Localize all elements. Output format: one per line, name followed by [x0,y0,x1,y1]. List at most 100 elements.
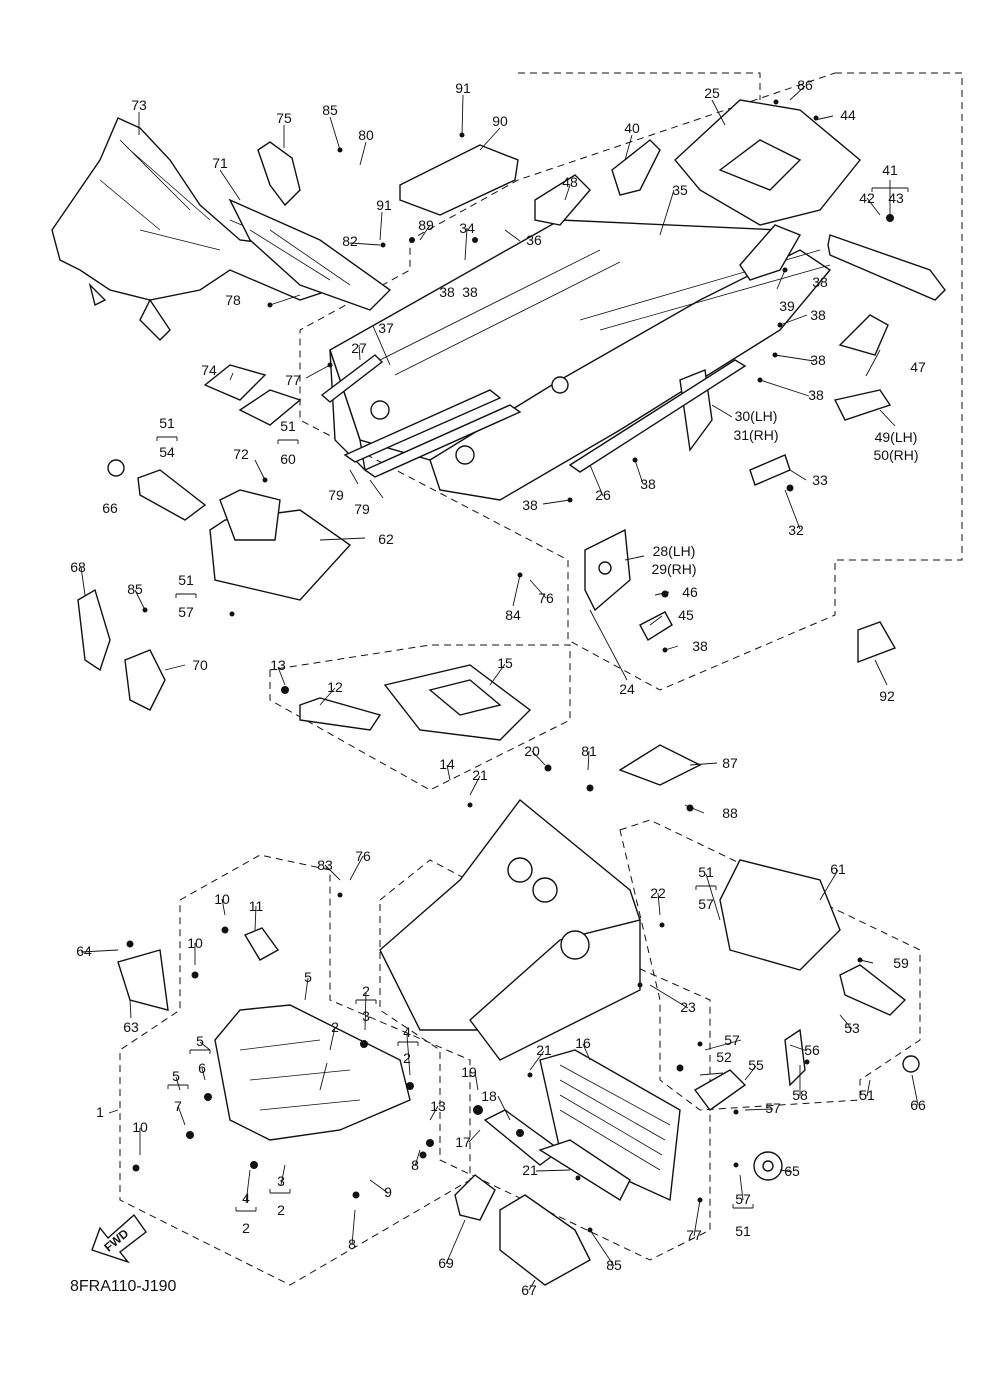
part-callout-c13a: 13 [270,657,286,673]
part-callout-c2c: 2 [403,1050,411,1066]
part-callout-c38c: 38 [812,274,828,290]
part-callout-c63: 63 [123,1019,139,1035]
cover-69 [454,1174,496,1221]
part-callout-c51c: 51 [178,572,194,588]
part-callout-c73: 73 [131,97,147,113]
part-callout-c39: 39 [779,298,795,314]
part-callout-c37: 37 [378,320,394,336]
part-callout-c5c: 5 [172,1068,180,1084]
part-callout-c3b: 3 [277,1173,285,1189]
fwd-arrow: FWD [91,1213,147,1264]
part-callout-c10a: 10 [214,891,230,907]
part-callout-c54: 54 [159,444,175,460]
part-callout-c52: 52 [716,1049,732,1065]
part-callout-c35: 35 [672,182,688,198]
part-callout-c51a: 51 [159,415,175,431]
part-callout-c4b: 4 [242,1190,250,1206]
part-callout-c31: 31(RH) [733,427,778,443]
part-callout-c24: 24 [619,681,635,697]
part-callout-c2a: 2 [362,983,370,999]
part-callout-c48: 48 [562,174,578,190]
part-callout-c80: 80 [358,127,374,143]
part-callout-c2b: 2 [331,1019,339,1035]
part-callout-c92: 92 [879,688,895,704]
part-callout-c21a: 21 [472,767,488,783]
plate-15 [383,664,532,741]
part-callout-c9: 9 [384,1184,392,1200]
bracket-56 [784,1028,806,1087]
part-callout-c57e: 57 [735,1191,751,1207]
part-callout-c6: 6 [198,1060,206,1076]
right-bracket-boundary [619,819,921,1111]
part-callout-c66b: 66 [910,1097,926,1113]
stay-39 [739,224,802,281]
part-callout-c33: 33 [812,472,828,488]
bracket-11 [243,927,280,961]
rear-frame-boundary [269,644,571,791]
part-callout-c70: 70 [192,657,208,673]
part-callout-c85c: 85 [606,1257,622,1273]
plate-45 [639,611,673,641]
fasteners [126,99,894,1233]
part-callout-c10b: 10 [187,935,203,951]
panel-71 [228,198,392,311]
part-callout-c32: 32 [788,522,804,538]
part-callout-c2d: 2 [242,1220,250,1236]
part-callout-c29: 29(RH) [651,561,696,577]
bushing-66 [107,459,920,1073]
part-callout-c27: 27 [351,340,367,356]
grip-plate-48 [534,174,591,226]
part-callout-c1: 1 [96,1104,104,1120]
part-callout-c87: 87 [722,755,738,771]
part-callout-c74: 74 [201,362,217,378]
part-callout-c10c: 10 [132,1119,148,1135]
part-callout-c72: 72 [233,446,249,462]
part-callout-c11: 11 [249,898,264,914]
footrest-54 [137,469,207,521]
part-callout-c38g: 38 [640,476,656,492]
part-callout-c21b: 21 [536,1042,552,1058]
part-callout-c51b: 51 [280,418,296,434]
part-callout-c57b: 57 [698,896,714,912]
rail-79 [343,389,522,478]
part-callout-c30: 30(LH) [735,408,778,424]
part-callout-c91a: 91 [455,80,471,96]
leader-lines [80,85,919,1291]
part-callout-c23: 23 [680,999,696,1015]
part-callout-c19: 19 [461,1064,477,1080]
part-callout-c3a: 3 [362,1008,370,1024]
bracket-92 [857,621,897,664]
part-callout-c4a: 4 [403,1024,411,1040]
part-callout-c45: 45 [678,607,694,623]
part-callout-c47: 47 [910,359,926,375]
part-callout-c20: 20 [524,743,540,759]
part-callout-c8b: 8 [348,1236,356,1252]
part-callout-c61: 61 [830,861,846,877]
bracket-28-29 [584,528,631,612]
part-callout-c64: 64 [76,943,92,959]
part-callout-c71: 71 [212,155,228,171]
plate-49-50 [833,389,892,421]
part-callout-c16: 16 [575,1035,591,1051]
part-callout-c14: 14 [439,756,455,772]
part-callout-c46: 46 [682,584,698,600]
part-callout-c79b: 79 [354,501,370,517]
part-callout-c57a: 57 [178,604,194,620]
part-callout-c57c: 57 [724,1032,740,1048]
part-callout-c90: 90 [492,113,508,129]
plate-87 [618,744,702,786]
part-callout-c77a: 77 [285,372,301,388]
main-center-frame-16 [379,798,681,1202]
part-callout-c38i: 38 [692,638,708,654]
cover-70 [124,649,166,711]
part-callout-c53: 53 [844,1020,860,1036]
tube-41 [827,234,946,301]
part-callout-c85a: 85 [322,102,338,118]
part-callout-c66a: 66 [102,500,118,516]
part-callout-c34: 34 [459,220,475,236]
collar-33 [749,454,791,486]
main-tunnel-frame [329,219,832,501]
part-callout-c60: 60 [280,451,296,467]
rail-27 [320,354,384,403]
